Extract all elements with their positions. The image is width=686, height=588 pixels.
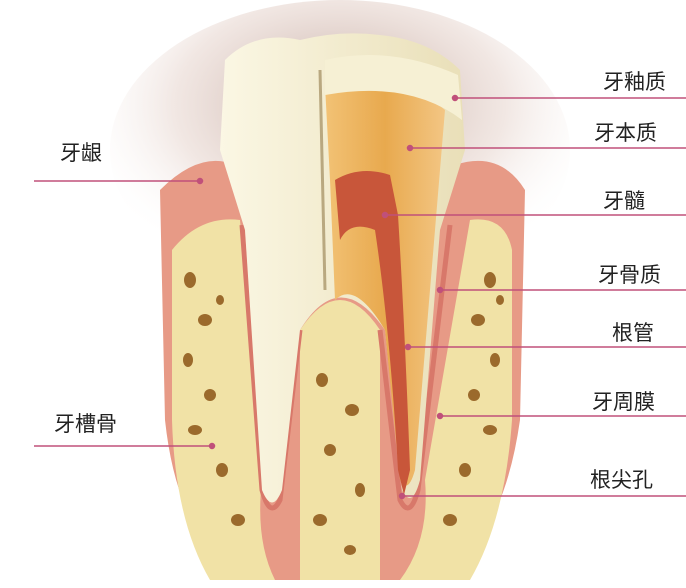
alveolar-bone-left (172, 219, 275, 580)
enamel-cap (325, 55, 462, 120)
periodontal-ligament (239, 224, 453, 511)
leader-apical-foramen-dot (398, 492, 406, 500)
label-cementum: 牙骨质 (598, 263, 661, 287)
label-enamel: 牙釉质 (603, 70, 666, 94)
leader-dentin-dot (406, 144, 414, 152)
pulp-chamber (335, 171, 410, 495)
bone-pores (183, 272, 504, 555)
leader-root-canal-dot (404, 343, 412, 351)
leader-enamel-dot (451, 94, 459, 102)
leader-alveolar-bone-dot (208, 442, 216, 450)
leader-periodontal-ligament-dot (436, 412, 444, 420)
alveolar-bone-middle (300, 300, 380, 580)
label-periodontal-ligament: 牙周膜 (592, 390, 655, 414)
leader-cementum-dot (436, 286, 444, 294)
label-gingiva: 牙龈 (60, 141, 102, 165)
cut-edge (318, 69, 327, 291)
label-dentin: 牙本质 (594, 121, 657, 145)
alveolar-bone-right (400, 219, 512, 580)
label-root-canal: 根管 (612, 321, 654, 345)
label-pulp: 牙髓 (603, 189, 645, 213)
label-apical-foramen: 根尖孔 (590, 468, 653, 492)
label-alveolar-bone: 牙槽骨 (54, 412, 117, 436)
leader-gingiva-dot (196, 177, 204, 185)
leader-pulp-dot (381, 211, 389, 219)
